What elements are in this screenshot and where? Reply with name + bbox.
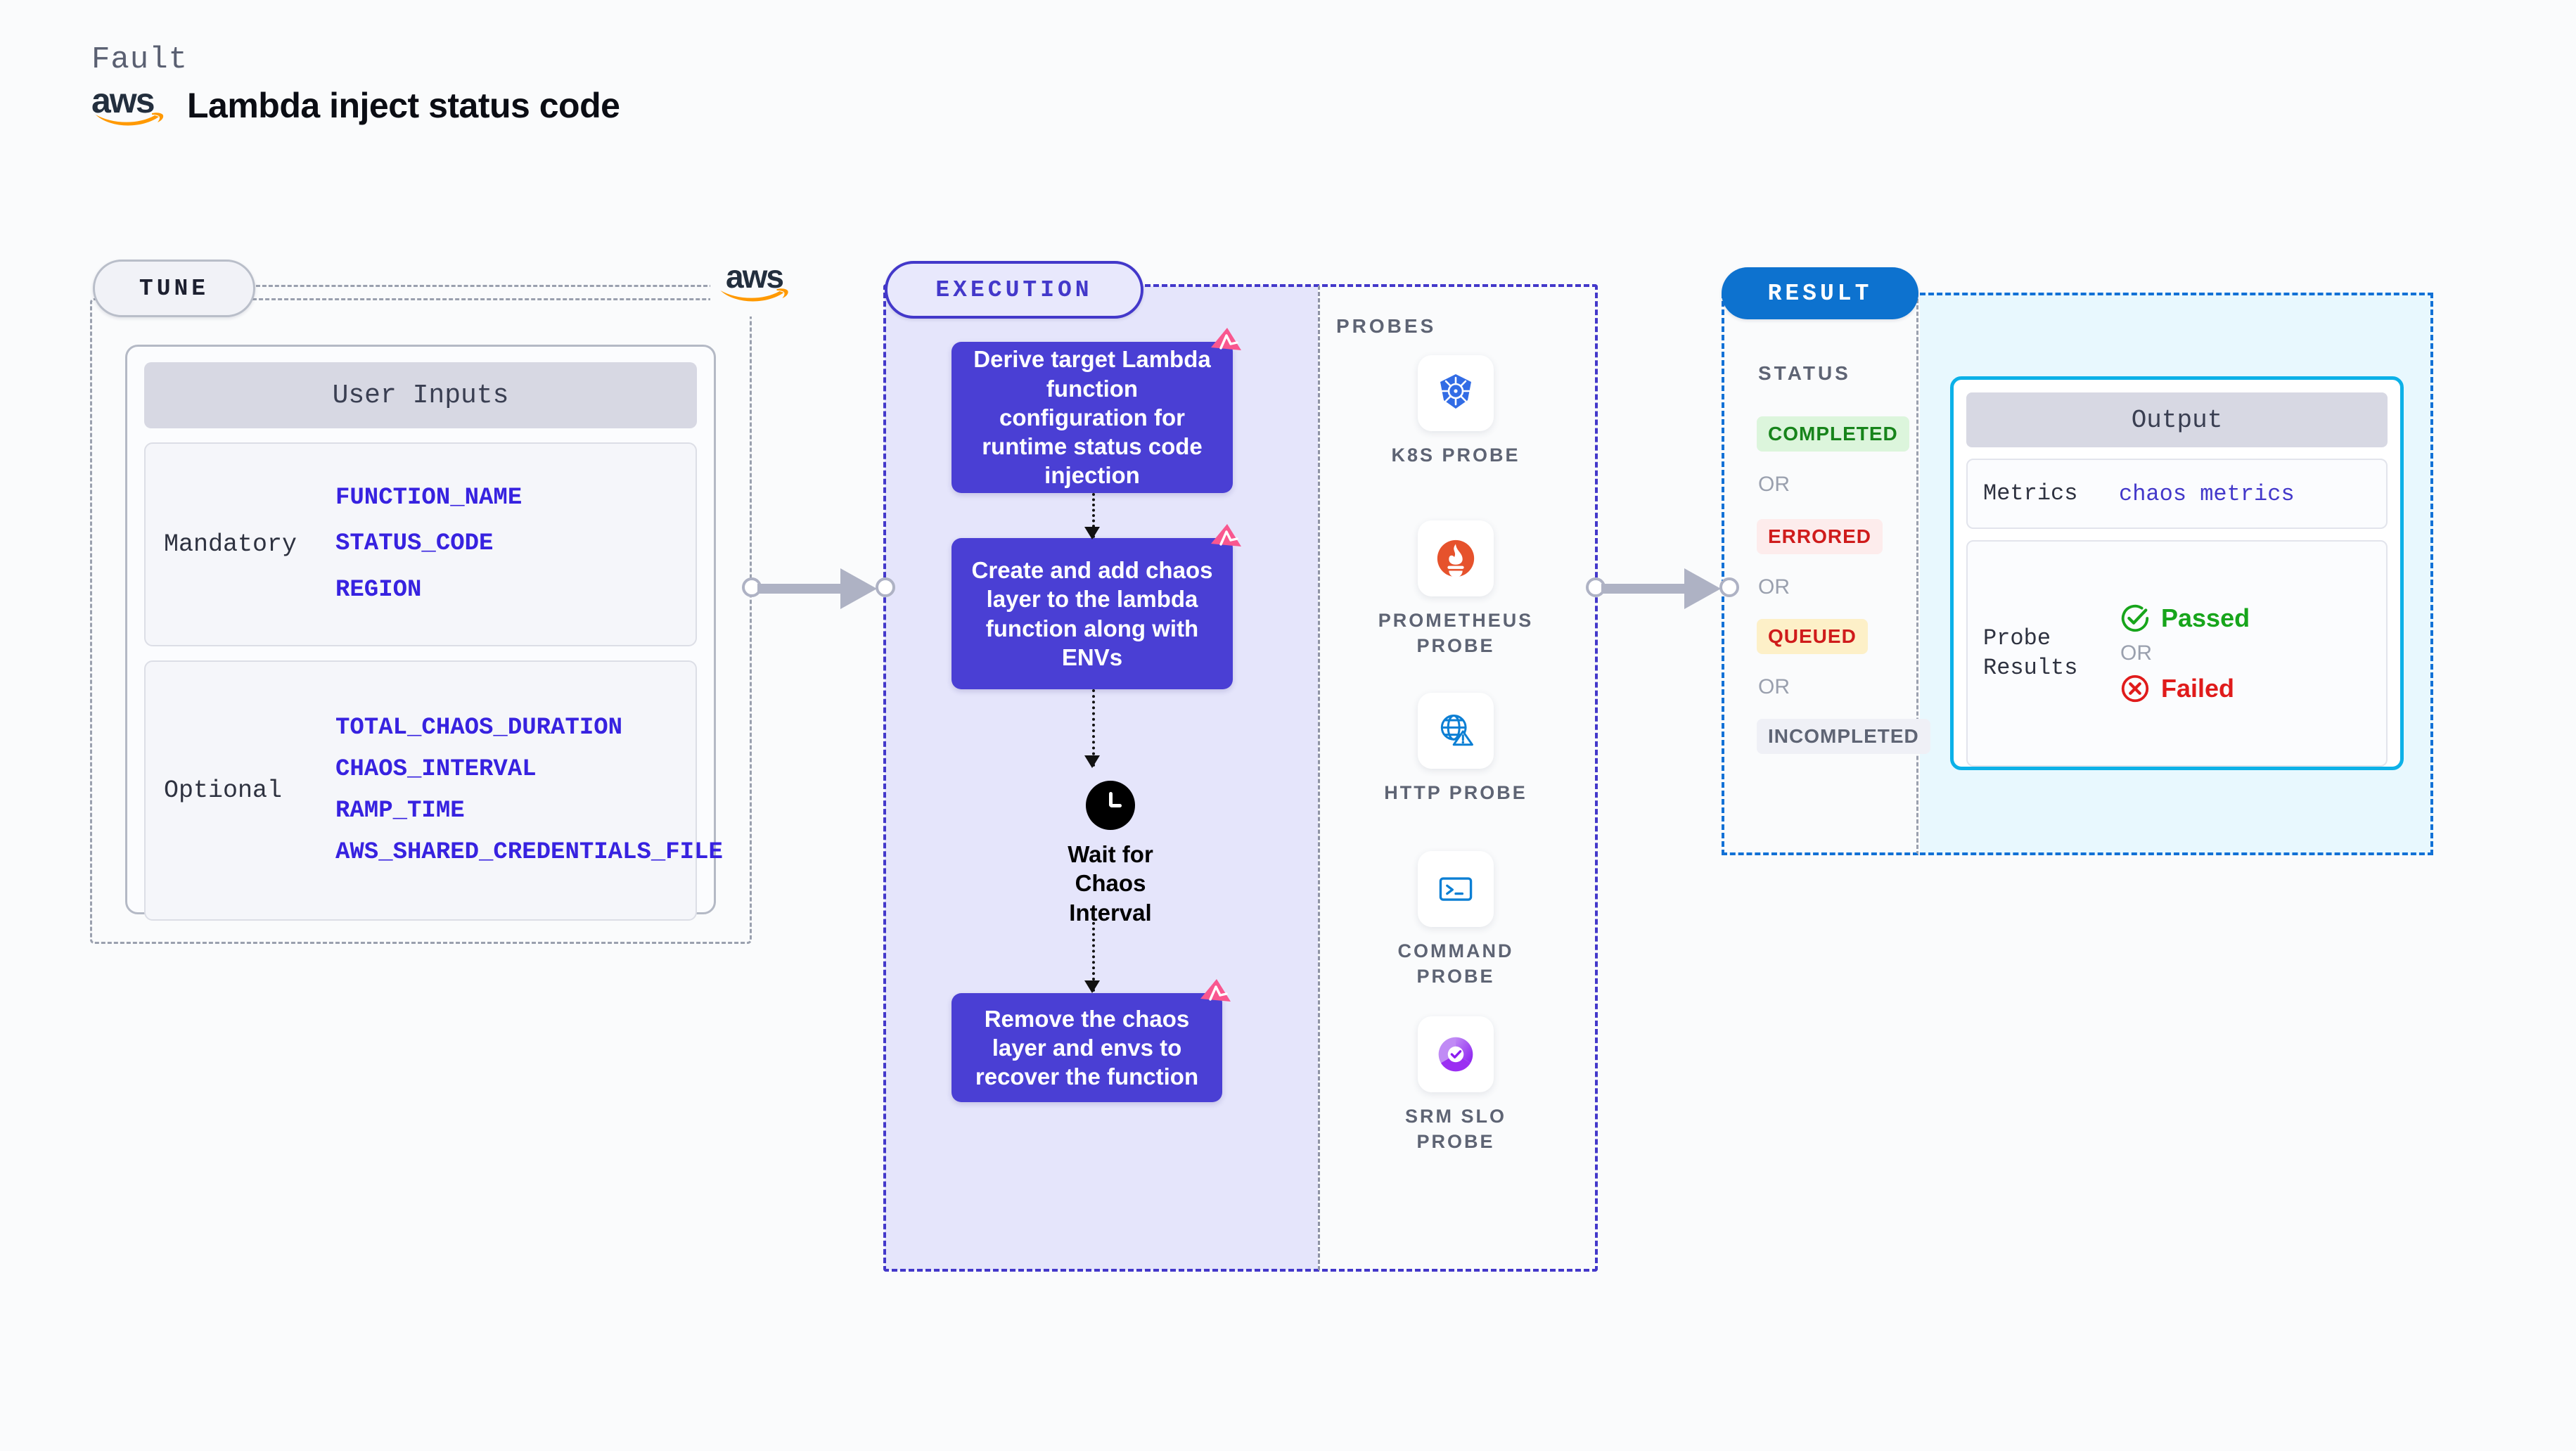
execution-step-1-text: Derive target Lambda function configurat… <box>973 346 1211 489</box>
param-aws-shared-credentials-file: AWS_SHARED_CREDENTIALS_FILE <box>335 839 723 867</box>
probe-results-or: OR <box>2120 641 2152 665</box>
execution-step-2: Create and add chaos layer to the lambda… <box>951 524 1241 689</box>
terminal-icon <box>1418 851 1494 927</box>
optional-param-list: TOTAL_CHAOS_DURATION CHAOS_INTERVAL RAMP… <box>335 714 723 867</box>
probe-srm-slo-label: SRM SLO PROBE <box>1404 1106 1506 1153</box>
execution-pill: EXECUTION <box>885 261 1143 319</box>
param-chaos-interval: CHAOS_INTERVAL <box>335 755 537 783</box>
connector-execution-to-result <box>1586 556 1755 619</box>
probe-command[interactable]: COMMAND PROBE <box>1375 851 1537 990</box>
mandatory-param-list: FUNCTION_NAME STATUS_CODE REGION <box>335 485 522 603</box>
execution-step-1: Derive target Lambda function configurat… <box>951 328 1241 493</box>
status-or-3: OR <box>1758 675 1790 698</box>
connector-bar <box>1601 584 1707 594</box>
probe-k8s-label: K8S PROBE <box>1391 445 1520 466</box>
wait-label: Wait for Chaos Interval <box>1068 841 1153 926</box>
user-inputs-card: User Inputs Mandatory FUNCTION_NAME STAT… <box>125 345 723 921</box>
mandatory-label: Mandatory <box>164 530 297 558</box>
status-badge-errored: ERRORED <box>1757 519 1883 554</box>
result-pill: RESULT <box>1722 267 1918 319</box>
execution-step-3: Remove the chaos layer and envs to recov… <box>951 979 1231 1102</box>
tune-to-aws-dashed-line <box>250 285 714 287</box>
mandatory-params-group: Mandatory FUNCTION_NAME STATUS_CODE REGI… <box>144 442 697 646</box>
page-header: Fault aws Lambda inject status code <box>91 42 620 128</box>
x-circle-icon <box>2121 675 2149 703</box>
connector-arrowhead <box>840 568 877 609</box>
probe-srm-slo[interactable]: SRM SLO PROBE <box>1375 1016 1537 1155</box>
connector-tune-to-execution <box>742 556 911 619</box>
prometheus-icon <box>1418 520 1494 596</box>
wait-for-chaos-interval: Wait for Chaos Interval <box>1051 781 1170 927</box>
status-or-1: OR <box>1758 473 1790 496</box>
probe-command-label: COMMAND PROBE <box>1397 940 1514 987</box>
probe-result-failed: Failed <box>2119 672 2250 705</box>
clock-icon <box>1086 781 1135 830</box>
srm-slo-icon <box>1418 1016 1494 1092</box>
aws-badge-logo: aws <box>710 260 798 317</box>
litmus-badge-icon <box>1200 979 1231 1002</box>
kubernetes-icon <box>1418 355 1494 431</box>
probes-title: PROBES <box>1336 315 1437 337</box>
execution-step-3-text: Remove the chaos layer and envs to recov… <box>975 1005 1199 1090</box>
metrics-value: chaos metrics <box>2119 480 2295 507</box>
probe-prometheus[interactable]: PROMETHEUS PROBE <box>1375 520 1537 659</box>
metrics-key: Metrics <box>1983 480 2078 507</box>
passed-label: Passed <box>2161 603 2250 632</box>
probe-results-values: Passed OR Failed <box>2119 602 2250 705</box>
litmus-badge-icon <box>1211 524 1241 546</box>
probe-http[interactable]: HTTP PROBE <box>1375 693 1537 805</box>
status-title: STATUS <box>1758 362 1851 384</box>
failed-label: Failed <box>2161 674 2235 703</box>
result-status-boundary <box>1722 293 1918 855</box>
connector-arrowhead <box>1684 568 1721 609</box>
output-metrics-row: Metrics chaos metrics <box>1966 459 2388 529</box>
optional-params-group: Optional TOTAL_CHAOS_DURATION CHAOS_INTE… <box>144 660 723 921</box>
probes-divider <box>1318 286 1320 1270</box>
page-title: Lambda inject status code <box>187 86 620 125</box>
aws-logo: aws <box>91 83 169 128</box>
connector-bar <box>757 584 863 594</box>
status-badge-incompleted: INCOMPLETED <box>1757 719 1930 754</box>
http-globe-icon <box>1418 693 1494 769</box>
probe-k8s[interactable]: K8S PROBE <box>1375 355 1537 468</box>
param-status-code: STATUS_CODE <box>335 530 494 558</box>
connector-end-dot <box>876 577 895 597</box>
param-ramp-time: RAMP_TIME <box>335 798 465 824</box>
user-inputs-title: User Inputs <box>144 362 697 428</box>
check-circle-icon <box>2121 604 2149 632</box>
probe-http-label: HTTP PROBE <box>1384 782 1527 803</box>
probe-prometheus-label: PROMETHEUS PROBE <box>1378 610 1534 657</box>
aws-smile-icon <box>96 113 164 126</box>
connector-end-dot <box>1719 577 1739 597</box>
output-title: Output <box>1966 392 2388 447</box>
execution-panel-boundary <box>883 284 1598 1272</box>
probe-result-passed: Passed <box>2119 602 2250 634</box>
execution-step-2-text: Create and add chaos layer to the lambda… <box>971 557 1213 670</box>
param-region: REGION <box>335 576 422 603</box>
param-total-chaos-duration: TOTAL_CHAOS_DURATION <box>335 714 623 741</box>
tune-pill: TUNE <box>93 260 255 317</box>
litmus-badge-icon <box>1211 328 1241 350</box>
status-badge-completed: COMPLETED <box>1757 416 1909 452</box>
aws-smile-icon <box>720 288 788 302</box>
tune-panel-boundary <box>90 298 752 944</box>
status-badge-queued: QUEUED <box>1757 619 1868 654</box>
status-or-2: OR <box>1758 575 1790 599</box>
fault-kicker: Fault <box>91 42 188 77</box>
optional-label: Optional <box>164 776 283 805</box>
param-function-name: FUNCTION_NAME <box>335 485 523 512</box>
